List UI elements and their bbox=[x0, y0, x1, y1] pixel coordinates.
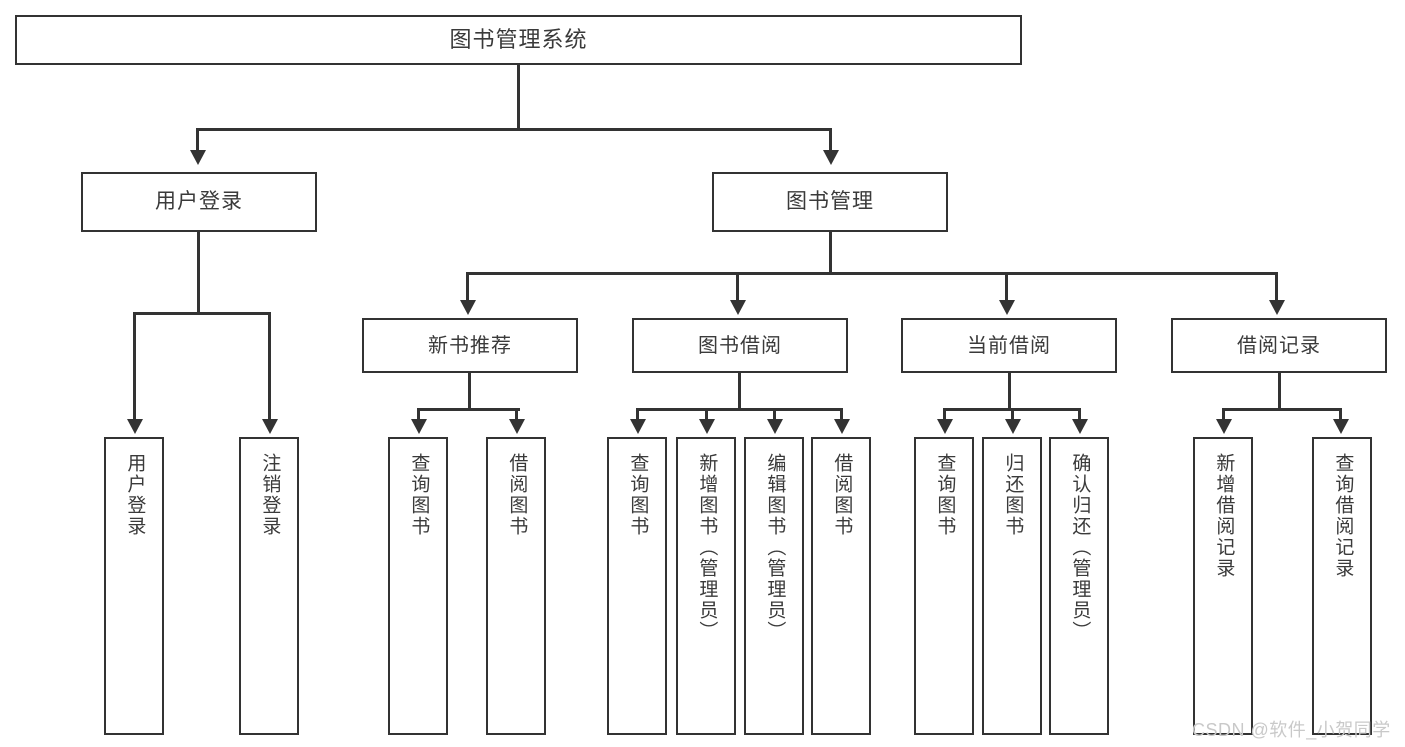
leaf-current-borrow-confirm-return: 确认归还（管理员） bbox=[1049, 437, 1109, 735]
node-label: 图书借阅 bbox=[698, 334, 782, 357]
connector-borrow-record-drop-1 bbox=[1222, 408, 1225, 419]
node-label: 当前借阅 bbox=[967, 334, 1051, 357]
node-label: 图书管理 bbox=[786, 190, 874, 214]
node-label: 新增图书（管理员） bbox=[696, 453, 718, 642]
arrowhead-book-borrow-leaf-4 bbox=[834, 419, 850, 434]
arrowhead-book-mgmt-to-new-book bbox=[460, 300, 476, 315]
connector-current-borrow-drop-3 bbox=[1078, 408, 1081, 419]
node-book-borrow: 图书借阅 bbox=[632, 318, 848, 373]
connector-borrow-record-stem bbox=[1278, 373, 1281, 408]
node-label: 新书推荐 bbox=[428, 334, 512, 357]
arrowhead-root-to-book-mgmt bbox=[823, 150, 839, 165]
leaf-current-borrow-return: 归还图书 bbox=[982, 437, 1042, 735]
connector-root-bar bbox=[196, 128, 832, 131]
connector-book-borrow-bar bbox=[636, 408, 843, 411]
node-new-book-recommend: 新书推荐 bbox=[362, 318, 578, 373]
connector-user-login-stem bbox=[197, 232, 200, 312]
connector-root-stem bbox=[517, 65, 520, 128]
node-label: 用户登录 bbox=[155, 190, 243, 214]
connector-book-borrow-stem bbox=[738, 373, 741, 408]
connector-book-borrow-drop-2 bbox=[705, 408, 708, 419]
leaf-new-book-borrow: 借阅图书 bbox=[486, 437, 546, 735]
leaf-user-login-logout: 注销登录 bbox=[239, 437, 299, 735]
arrowhead-root-to-user-login bbox=[190, 150, 206, 165]
leaf-user-login-login: 用户登录 bbox=[104, 437, 164, 735]
connector-new-book-stem bbox=[468, 373, 471, 408]
connector-book-mgmt-drop-4 bbox=[1275, 272, 1278, 300]
connector-current-borrow-drop-2 bbox=[1011, 408, 1014, 419]
connector-user-login-drop-2 bbox=[268, 312, 271, 419]
arrowhead-book-borrow-leaf-1 bbox=[630, 419, 646, 434]
connector-current-borrow-stem bbox=[1008, 373, 1011, 408]
leaf-book-borrow-add: 新增图书（管理员） bbox=[676, 437, 736, 735]
arrowhead-new-book-leaf-2 bbox=[509, 419, 525, 434]
connector-book-borrow-drop-4 bbox=[840, 408, 843, 419]
connector-borrow-record-bar bbox=[1222, 408, 1342, 411]
arrowhead-current-borrow-leaf-3 bbox=[1072, 419, 1088, 434]
node-book-management: 图书管理 bbox=[712, 172, 948, 232]
leaf-current-borrow-query: 查询图书 bbox=[914, 437, 974, 735]
node-label: 归还图书 bbox=[1002, 453, 1024, 537]
node-label: 借阅图书 bbox=[831, 453, 853, 537]
arrowhead-borrow-record-leaf-2 bbox=[1333, 419, 1349, 434]
connector-book-mgmt-drop-1 bbox=[466, 272, 469, 300]
node-label: 查询图书 bbox=[408, 453, 430, 537]
connector-user-login-drop-1 bbox=[133, 312, 136, 419]
connector-book-mgmt-bar bbox=[466, 272, 1278, 275]
connector-new-book-bar bbox=[417, 408, 520, 411]
connector-borrow-record-drop-2 bbox=[1339, 408, 1342, 419]
node-root-system: 图书管理系统 bbox=[15, 15, 1022, 65]
connector-current-borrow-drop-1 bbox=[943, 408, 946, 419]
connector-user-login-bar bbox=[133, 312, 270, 315]
leaf-book-borrow-query: 查询图书 bbox=[607, 437, 667, 735]
node-label: 图书管理系统 bbox=[449, 26, 588, 52]
node-label: 查询借阅记录 bbox=[1332, 453, 1354, 579]
node-borrow-record: 借阅记录 bbox=[1171, 318, 1387, 373]
connector-new-book-drop-1 bbox=[417, 408, 420, 419]
node-label: 借阅图书 bbox=[506, 453, 528, 537]
node-label: 借阅记录 bbox=[1237, 334, 1321, 357]
connector-book-mgmt-stem bbox=[829, 232, 832, 272]
node-label: 查询图书 bbox=[934, 453, 956, 537]
connector-root-to-book-mgmt bbox=[829, 128, 832, 150]
arrowhead-borrow-record-leaf-1 bbox=[1216, 419, 1232, 434]
leaf-new-book-query: 查询图书 bbox=[388, 437, 448, 735]
arrowhead-book-mgmt-to-book-borrow bbox=[730, 300, 746, 315]
arrowhead-new-book-leaf-1 bbox=[411, 419, 427, 434]
arrowhead-user-login-leaf-1 bbox=[127, 419, 143, 434]
node-label: 用户登录 bbox=[124, 453, 146, 537]
node-current-borrow: 当前借阅 bbox=[901, 318, 1117, 373]
arrowhead-user-login-leaf-2 bbox=[262, 419, 278, 434]
node-user-login: 用户登录 bbox=[81, 172, 317, 232]
leaf-book-borrow-edit: 编辑图书（管理员） bbox=[744, 437, 804, 735]
leaf-borrow-record-add: 新增借阅记录 bbox=[1193, 437, 1253, 735]
connector-new-book-drop-2 bbox=[515, 408, 518, 419]
node-label: 查询图书 bbox=[627, 453, 649, 537]
node-label: 注销登录 bbox=[259, 453, 281, 537]
node-label: 编辑图书（管理员） bbox=[764, 453, 786, 642]
leaf-book-borrow-borrow: 借阅图书 bbox=[811, 437, 871, 735]
connector-book-mgmt-drop-3 bbox=[1005, 272, 1008, 300]
arrowhead-current-borrow-leaf-2 bbox=[1005, 419, 1021, 434]
arrowhead-book-borrow-leaf-2 bbox=[699, 419, 715, 434]
arrowhead-current-borrow-leaf-1 bbox=[937, 419, 953, 434]
connector-root-to-user-login bbox=[196, 128, 199, 150]
arrowhead-book-mgmt-to-borrow-record bbox=[1269, 300, 1285, 315]
connector-book-mgmt-drop-2 bbox=[736, 272, 739, 300]
node-label: 新增借阅记录 bbox=[1213, 453, 1235, 579]
arrowhead-book-borrow-leaf-3 bbox=[767, 419, 783, 434]
leaf-borrow-record-query: 查询借阅记录 bbox=[1312, 437, 1372, 735]
connector-book-borrow-drop-1 bbox=[636, 408, 639, 419]
connector-book-borrow-drop-3 bbox=[773, 408, 776, 419]
arrowhead-book-mgmt-to-current-borrow bbox=[999, 300, 1015, 315]
node-label: 确认归还（管理员） bbox=[1069, 453, 1091, 642]
